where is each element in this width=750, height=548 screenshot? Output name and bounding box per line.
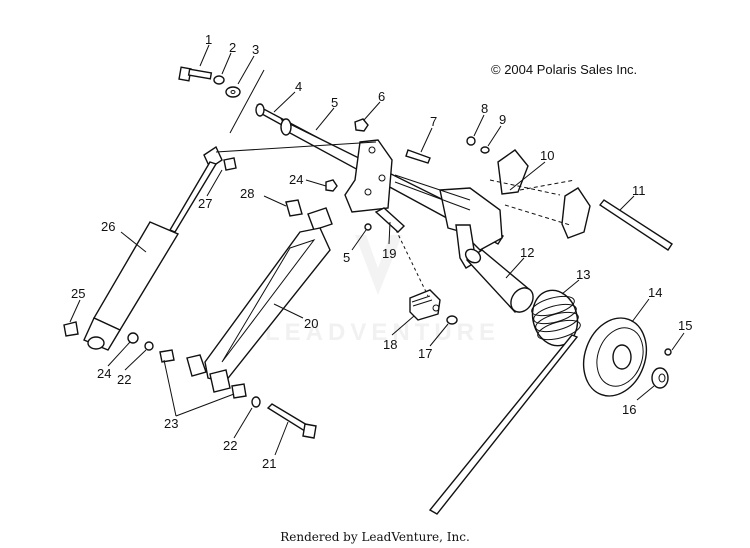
part-13-spring — [428, 289, 581, 515]
render-credit: Rendered by LeadVenture, Inc. — [280, 530, 470, 544]
callout-27: 27 — [198, 196, 212, 211]
callout-23: 23 — [164, 416, 178, 431]
callout-5: 5 — [331, 95, 338, 110]
part-slide-plates — [489, 149, 591, 239]
part-14-idler-wheel — [582, 317, 648, 397]
part-3-washer — [225, 86, 241, 98]
callout-10: 10 — [540, 148, 554, 163]
part-24-nut-upper — [325, 179, 338, 192]
callout-5-lower: 5 — [343, 250, 350, 265]
watermark-logo: LEADVENTURE — [265, 235, 500, 346]
callout-16: 16 — [622, 402, 636, 417]
part-24-washer-lower — [127, 332, 139, 344]
part-15-ring — [664, 348, 672, 356]
callout-26: 26 — [101, 219, 115, 234]
part-23-spacer-a — [159, 349, 175, 363]
leader-lines — [69, 44, 685, 456]
callout-6: 6 — [378, 89, 385, 104]
callout-17: 17 — [418, 346, 432, 361]
callout-28: 28 — [240, 186, 254, 201]
callout-20: 20 — [304, 316, 318, 331]
part-5-fastener — [364, 223, 372, 231]
part-1-bolt — [178, 66, 213, 82]
callout-13: 13 — [576, 267, 590, 282]
callout-labels: 1 2 3 4 5 6 7 8 9 10 11 12 13 14 15 16 1… — [71, 32, 692, 471]
part-arm-bushing — [307, 207, 333, 231]
watermark-text: LEADVENTURE — [265, 319, 500, 346]
callout-8: 8 — [481, 101, 488, 116]
callout-24-upper: 24 — [289, 172, 303, 187]
callout-15: 15 — [678, 318, 692, 333]
callout-11: 11 — [632, 183, 646, 198]
part-27-bushing — [223, 157, 237, 171]
callout-21: 21 — [262, 456, 276, 471]
copyright-notice: © 2004 Polaris Sales Inc. — [491, 62, 638, 77]
part-23-spacer-b — [231, 383, 247, 399]
part-7-bolt — [405, 149, 431, 164]
part-21-bolt — [266, 403, 317, 439]
callout-18: 18 — [383, 337, 397, 352]
callout-3: 3 — [252, 42, 259, 57]
part-18-block — [409, 289, 441, 321]
part-11-rod — [598, 199, 673, 251]
callout-7: 7 — [430, 114, 437, 129]
callout-19: 19 — [382, 246, 396, 261]
callout-2: 2 — [229, 40, 236, 55]
part-10-pivot-bracket — [394, 174, 503, 269]
callout-22-lower: 22 — [223, 438, 237, 453]
part-12-tube — [464, 248, 534, 314]
part-5-bracket — [344, 139, 393, 213]
part-22-washer-lower — [251, 396, 261, 408]
callout-22-upper: 22 — [117, 372, 131, 387]
callout-9: 9 — [499, 112, 506, 127]
part-19-bolt — [374, 207, 429, 297]
part-22-washer-upper — [144, 341, 154, 351]
part-16-spacer — [651, 367, 669, 389]
part-26-shock — [83, 141, 377, 351]
part-6-nut — [354, 118, 369, 132]
callout-14: 14 — [648, 285, 662, 300]
part-20-control-arm — [186, 227, 331, 393]
callout-1: 1 — [205, 32, 212, 47]
part-25-bushing — [63, 321, 79, 337]
part-9-washer — [480, 146, 490, 154]
separator-line — [229, 69, 265, 134]
callout-12: 12 — [520, 245, 534, 260]
callout-24-lower: 24 — [97, 366, 111, 381]
part-28-bushing — [285, 199, 303, 217]
part-8-nut — [466, 136, 476, 146]
part-17-clip — [446, 315, 458, 325]
callout-25: 25 — [71, 286, 85, 301]
part-2-washer — [213, 75, 225, 85]
callout-4: 4 — [295, 79, 302, 94]
